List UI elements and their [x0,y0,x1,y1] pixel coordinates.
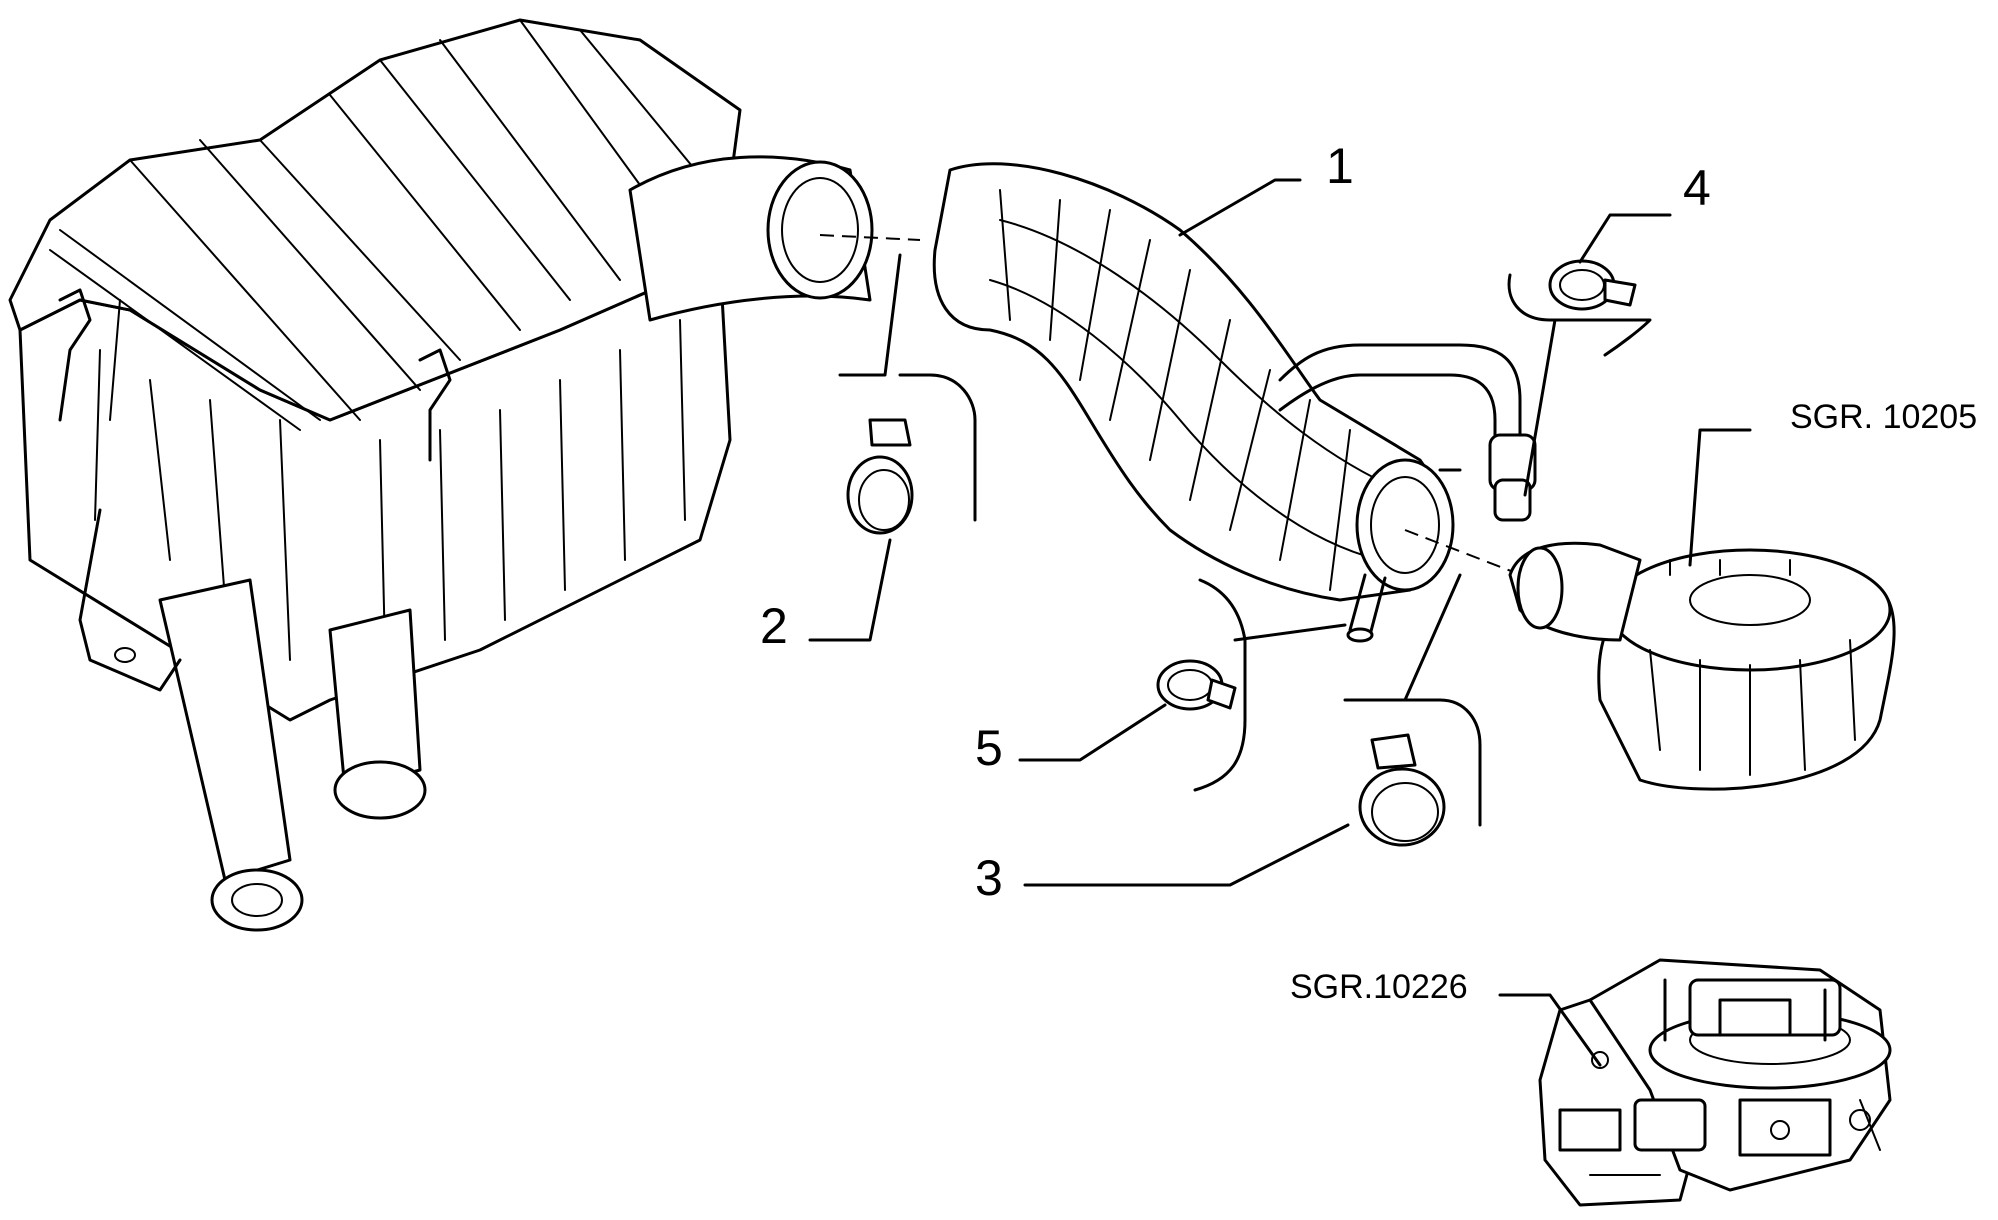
intake-hose [932,162,1537,643]
leader-line-5b [1233,623,1347,642]
leader-line-4 [1578,213,1672,264]
frame-bracket-3 [1343,573,1482,827]
callout-4: 4 [1683,160,1711,216]
leader-line-1 [1178,178,1302,237]
assembly-axis-line [819,234,921,241]
callout-1: 1 [1326,138,1354,194]
callout-2: 2 [760,598,788,654]
frame-bracket-2 [838,253,977,522]
reference-sgr-10226: SGR.10226 [1290,968,1468,1006]
hose-clamp-2 [846,418,914,535]
leader-line-4b [1523,318,1557,497]
leader-line-3 [1023,823,1350,887]
callout-3: 3 [975,850,1003,906]
frame-bracket-4 [1507,273,1652,357]
leader-line-5 [1018,703,1167,762]
leader-line-2 [808,538,892,642]
leader-line-sgr-10205 [1688,428,1752,567]
air-cleaner-cover [1508,541,1896,791]
throttle-body [1538,958,1892,1207]
hose-clamp-3 [1358,733,1446,847]
hose-clamp-4 [1548,259,1637,311]
reference-sgr-10205: SGR. 10205 [1790,398,1977,436]
air-filter-housing [8,18,874,932]
frame-bracket-5 [1193,578,1247,792]
hose-clamp-5 [1156,659,1237,711]
leader-line-sgr-10226 [1498,993,1602,1067]
callout-5: 5 [975,720,1003,776]
